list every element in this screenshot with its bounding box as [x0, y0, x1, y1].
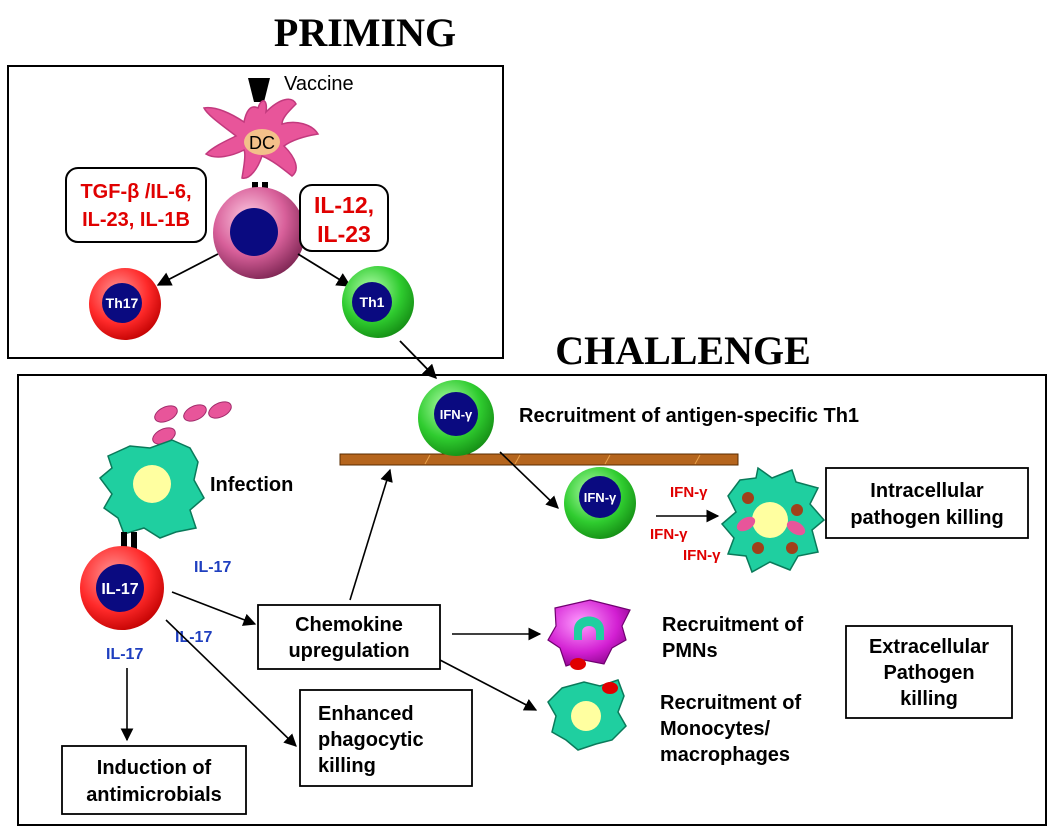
- il17-cell-label: IL-17: [101, 581, 138, 598]
- phagocytic-line2: phagocytic: [318, 729, 424, 751]
- chemokine-line1: Chemokine: [295, 614, 403, 636]
- infection-label: Infection: [210, 474, 293, 496]
- ifn-cell-label-bottom: IFN-γ: [584, 490, 617, 505]
- priming-header: PRIMING: [274, 10, 456, 55]
- monocyte-line1: Recruitment of: [660, 692, 801, 714]
- receptor-icon-2: [121, 532, 127, 550]
- ifn-label-3: IFN-γ: [683, 547, 721, 564]
- extracellular-line2: Pathogen: [883, 662, 974, 684]
- challenge-panel: [17, 374, 1047, 826]
- pmn-line2: PMNs: [662, 640, 718, 662]
- cytokine-box-left: [65, 167, 207, 243]
- cytokine-left-line2: IL-23, IL-1B: [82, 209, 190, 231]
- ifn-label-2: IFN-γ: [650, 526, 688, 543]
- cytokine-right-line1: IL-12,: [314, 192, 374, 218]
- phagocytic-line1: Enhanced: [318, 703, 414, 725]
- arrow-priming-to-challenge: [399, 340, 438, 380]
- intracellular-line2: pathogen killing: [850, 507, 1003, 529]
- arrow-to-th1: [297, 253, 352, 287]
- vaccine-icon: [248, 78, 270, 102]
- pathogen-icon-1: [154, 405, 178, 423]
- antimicrobials-line1: Induction of: [97, 757, 212, 779]
- chemokine-line2: upregulation: [288, 640, 409, 662]
- intracellular-line1: Intracellular: [870, 480, 984, 502]
- dc-label: DC: [249, 133, 275, 153]
- vaccine-label: Vaccine: [284, 73, 354, 95]
- arrow-to-chemokine: [171, 591, 257, 626]
- ifn-cell-label-top: IFN-γ: [440, 407, 473, 422]
- phagocytic-box: [299, 689, 473, 787]
- il17-label-3: IL-17: [106, 646, 143, 663]
- pmn-line1: Recruitment of: [662, 614, 803, 636]
- extracellular-box: [845, 625, 1013, 719]
- extracellular-line1: Extracellular: [869, 636, 989, 658]
- monocyte-line3: macrophages: [660, 744, 790, 766]
- priming-panel: [7, 65, 504, 359]
- arrow-to-th17: [156, 253, 219, 286]
- arrow-to-monocyte: [439, 659, 538, 711]
- antimicrobials-line2: antimicrobials: [86, 784, 222, 806]
- challenge-header: CHALLENGE: [555, 328, 811, 373]
- dc-nucleus: [244, 129, 280, 155]
- cytokine-right-line2: IL-23: [317, 221, 371, 247]
- arrow-extravasation: [499, 451, 559, 509]
- il17-label-2: IL-17: [175, 629, 212, 646]
- cytokine-box-right: [299, 184, 389, 252]
- pmn-granule: [570, 658, 586, 670]
- blood-vessel: [339, 453, 739, 466]
- arrow-chemokine-to-vessel: [349, 468, 393, 601]
- antimicrobials-box: [61, 745, 247, 815]
- th17-label: Th17: [106, 295, 139, 311]
- intracellular-box: [825, 467, 1029, 539]
- chemokine-box: [257, 604, 441, 670]
- cytokine-left-line1: TGF-β /IL-6,: [80, 181, 191, 203]
- monocyte-line2: Monocytes/: [660, 718, 770, 740]
- th1-label: Th1: [360, 294, 385, 310]
- pathogen-icon: [736, 516, 756, 532]
- extracellular-line3: killing: [900, 688, 958, 710]
- phagocytic-line3: killing: [318, 755, 376, 777]
- recruit-th1-label: Recruitment of antigen-specific Th1: [519, 405, 859, 427]
- ifn-label-1: IFN-γ: [670, 484, 708, 501]
- il17-label-1: IL-17: [194, 559, 231, 576]
- arrow-to-phagocytic: [165, 619, 297, 747]
- pmn-cell: [547, 599, 631, 667]
- naive-t-cell-nucleus: [230, 208, 278, 256]
